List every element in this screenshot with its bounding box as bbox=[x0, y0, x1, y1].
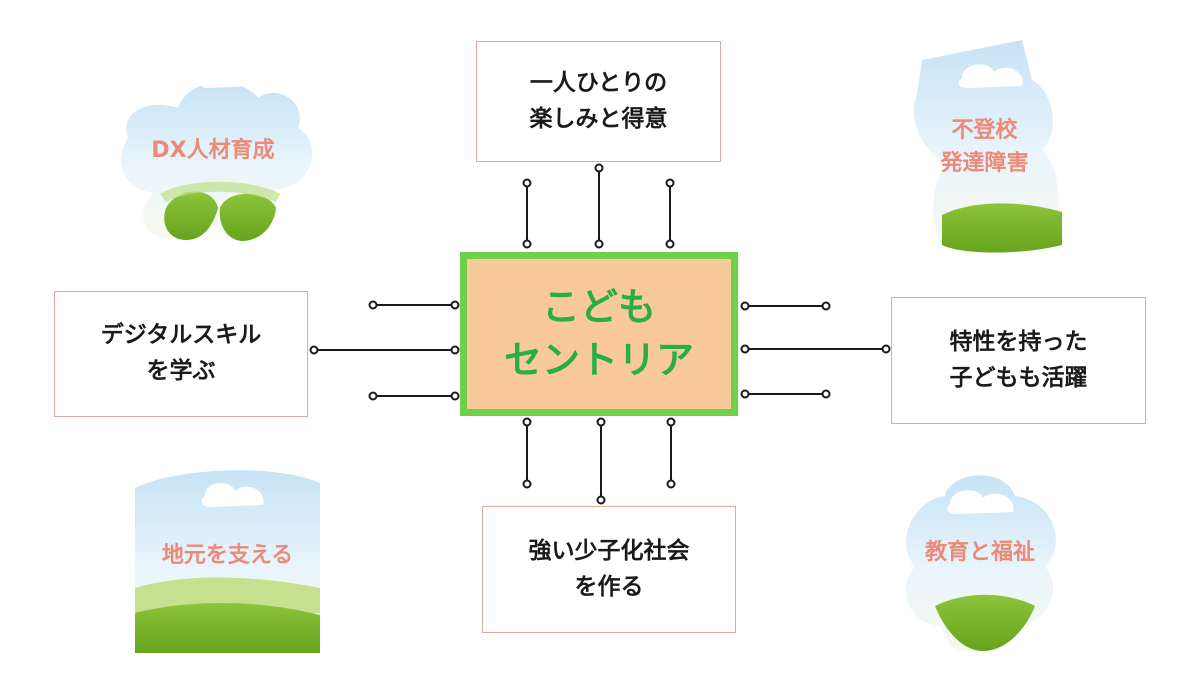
box-bottom-line1: 強い少子化社会 bbox=[528, 537, 690, 564]
scene-top-right-label-line2: 発達障害 bbox=[940, 151, 1029, 176]
box-left: デジタルスキル を学ぶ bbox=[54, 291, 308, 417]
center-title-line1: こども bbox=[541, 284, 656, 329]
landscape-cloud-icon bbox=[135, 470, 320, 653]
landscape-cloud-icon bbox=[913, 40, 1062, 253]
box-right-line2: 子どもも活躍 bbox=[949, 364, 1088, 391]
scene-bottom-left-label: 地元を支える bbox=[161, 543, 294, 568]
box-right-line1: 特性を持った bbox=[949, 328, 1088, 355]
scene-bottom-right-label: 教育と福祉 bbox=[924, 540, 1035, 565]
scene-bottom-right: 教育と福祉 bbox=[895, 466, 1065, 651]
scene-bottom-left: 地元を支える bbox=[135, 463, 320, 653]
landscape-cloud-icon bbox=[905, 475, 1056, 651]
landscape-cloud-icon bbox=[121, 67, 313, 241]
box-top: 一人ひとりの 楽しみと得意 bbox=[476, 41, 721, 162]
scene-top-right-label-line1: 不登校 bbox=[951, 118, 1018, 143]
scene-top-left: DX人材育成 bbox=[108, 58, 318, 248]
box-bottom-line2: を作る bbox=[574, 573, 644, 600]
box-left-line1: デジタルスキル bbox=[100, 322, 262, 349]
box-left-line2: を学ぶ bbox=[146, 358, 216, 384]
scene-top-right: 不登校 発達障害 bbox=[902, 40, 1067, 255]
box-bottom: 強い少子化社会 を作る bbox=[482, 506, 736, 633]
box-top-line2: 楽しみと得意 bbox=[529, 105, 668, 132]
center-chip: こども セントリア bbox=[460, 252, 738, 416]
box-top-line1: 一人ひとりの bbox=[529, 69, 668, 96]
center-title-line2: セントリア bbox=[503, 338, 694, 382]
scene-top-left-label: DX人材育成 bbox=[151, 138, 275, 163]
box-right: 特性を持った 子どもも活躍 bbox=[891, 297, 1146, 424]
